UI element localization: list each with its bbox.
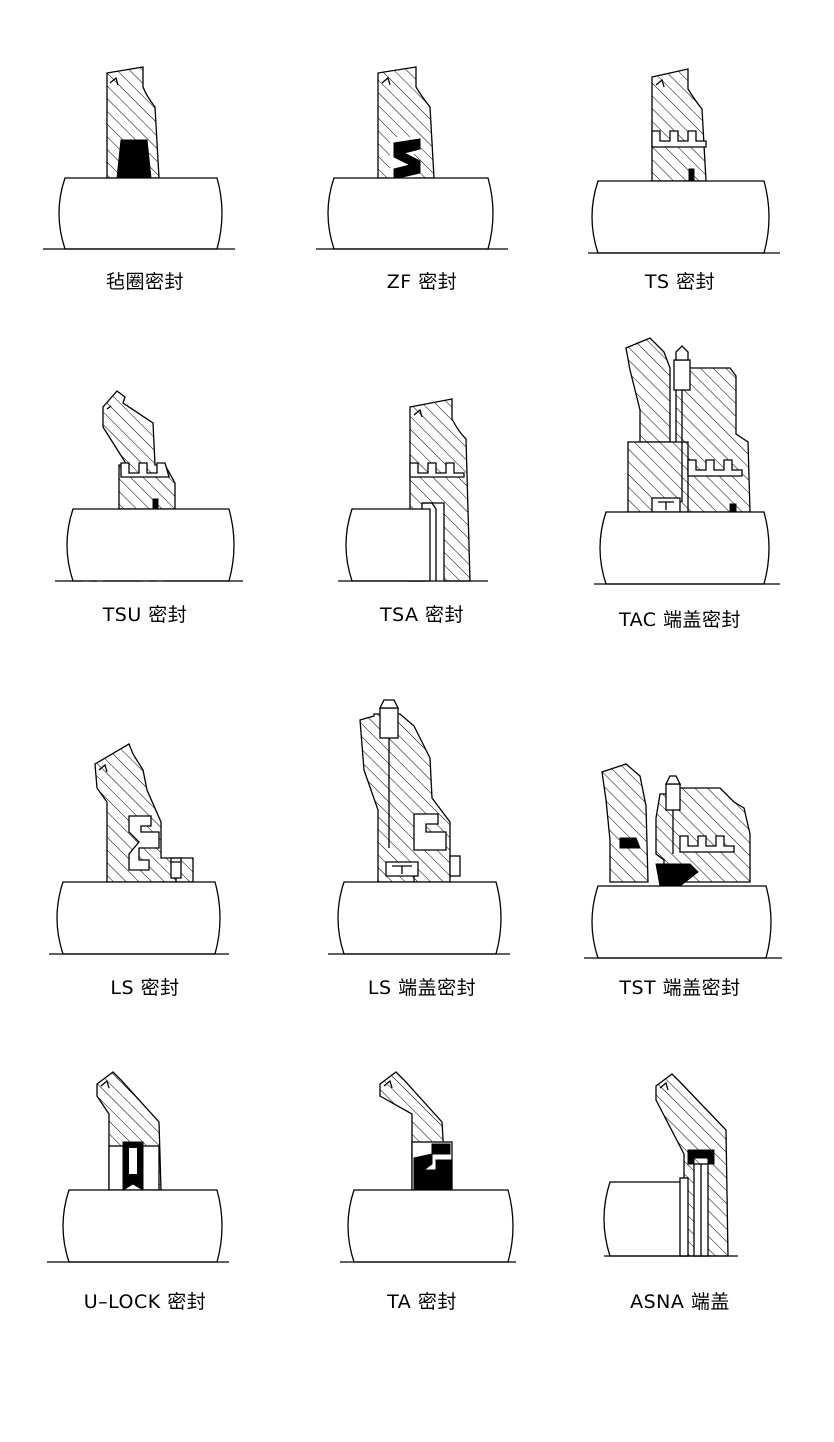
caption: TA 密封 (387, 1291, 457, 1313)
caption: ASNA 端盖 (630, 1291, 730, 1313)
caption: TSA 密封 (379, 604, 465, 626)
tsu-seal-drawing (55, 390, 243, 582)
diagram-tsa-seal: TSA 密封 (302, 385, 542, 675)
ts-seal-drawing (588, 68, 780, 254)
diagram-asna-end-cover: ASNA 端盖 (560, 1050, 800, 1340)
diagram-zf-seal: ZF 密封 (302, 55, 542, 345)
caption: ZF 密封 (386, 271, 458, 293)
diagram-tac-end-cover: TAC 端盖密封 (560, 330, 800, 631)
caption: TAC 端盖密封 (618, 609, 742, 631)
diagram-ts-seal: TS 密封 (560, 55, 800, 345)
caption: U–LOCK 密封 (83, 1291, 207, 1313)
ls-seal-drawing (49, 743, 229, 955)
caption: TS 密封 (644, 271, 716, 293)
caption: 毡圈密封 (105, 271, 184, 293)
diagram-felt-seal: 毡圈密封 (25, 55, 265, 345)
diagram-tst-end-cover: TST 端盖密封 (560, 730, 800, 1020)
ls-end-cover-drawing (328, 699, 510, 955)
zf-seal-drawing (316, 66, 508, 250)
caption: LS 密封 (110, 977, 180, 999)
diagram-ls-seal: LS 密封 (25, 730, 265, 1020)
tst-end-cover-drawing (584, 763, 782, 959)
diagram-tsu-seal: TSU 密封 (25, 385, 265, 675)
asna-end-cover-drawing (603, 1073, 738, 1257)
diagram-ta-seal: TA 密封 (302, 1050, 542, 1340)
diagram-u-lock-seal: U–LOCK 密封 (25, 1050, 265, 1340)
caption: TSU 密封 (102, 604, 188, 626)
caption: LS 端盖密封 (367, 977, 477, 999)
ta-seal-drawing (340, 1071, 516, 1263)
caption: TST 端盖密封 (619, 977, 741, 999)
u-lock-seal-drawing (47, 1071, 229, 1263)
diagram-ls-end-cover: LS 端盖密封 (302, 690, 542, 999)
felt-seal-drawing (43, 66, 235, 250)
tsa-seal-drawing (338, 398, 488, 582)
tac-end-cover-drawing (594, 337, 780, 585)
